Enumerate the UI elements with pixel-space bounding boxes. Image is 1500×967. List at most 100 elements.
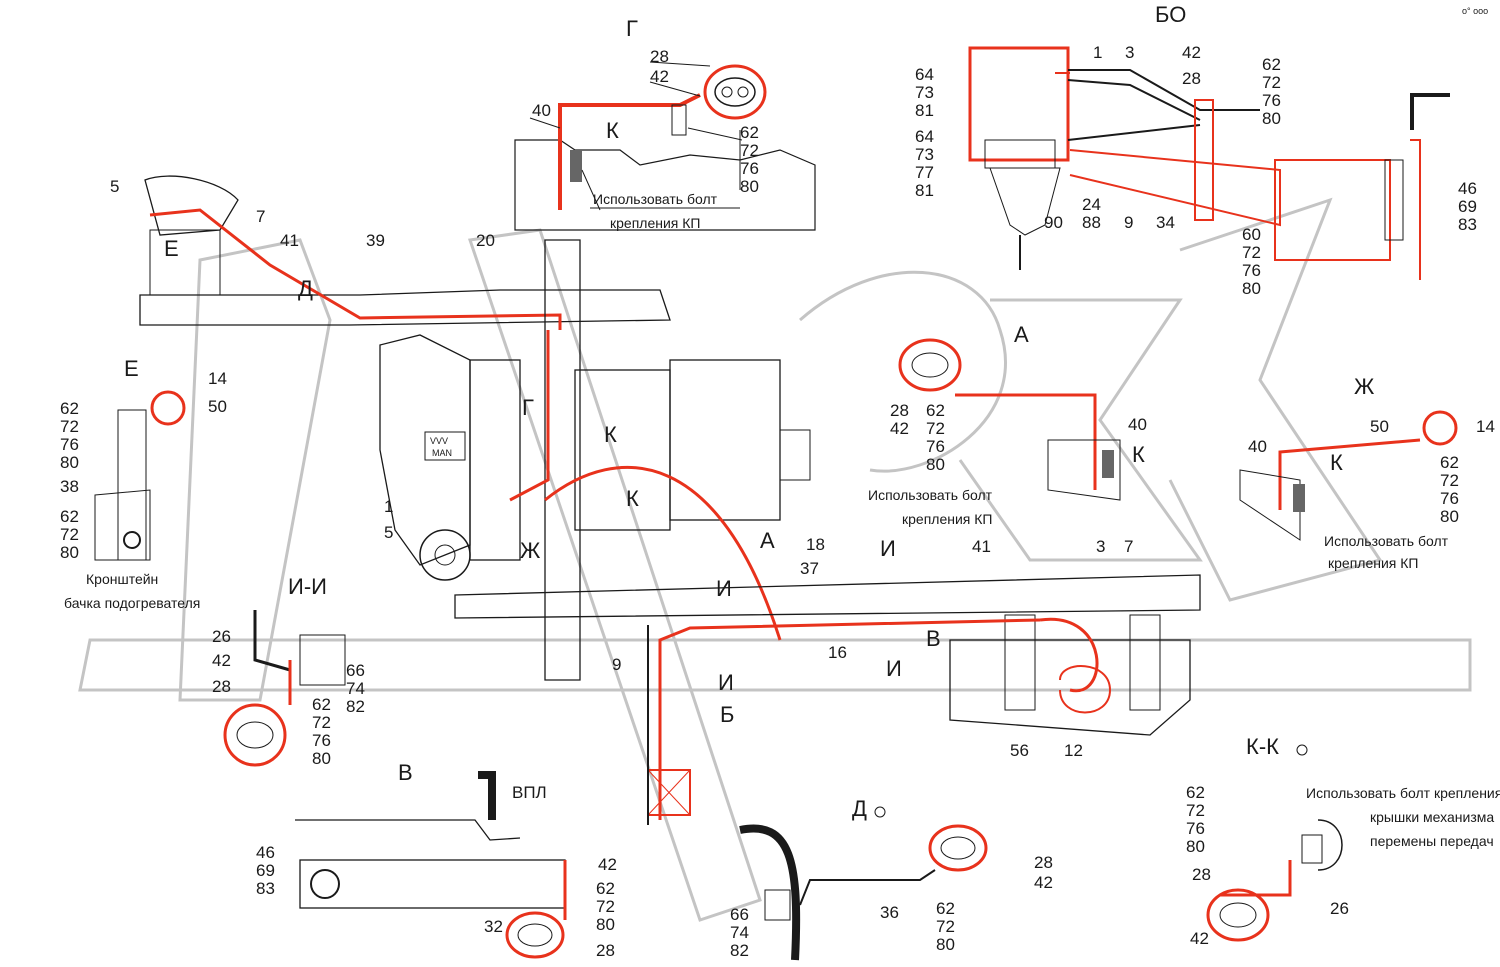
zh-76: 76 <box>1440 489 1459 508</box>
lt-d: Д <box>298 276 313 301</box>
ii-62: 62 <box>312 695 331 714</box>
kk-note-2: крышки механизма <box>1370 809 1494 825</box>
a-80: 80 <box>926 455 945 474</box>
a-72: 72 <box>926 419 945 438</box>
ii-74: 74 <box>346 679 365 698</box>
bo-1: 1 <box>1093 43 1102 62</box>
g-k: К <box>606 118 619 143</box>
d-82: 82 <box>730 941 749 960</box>
v-28: 28 <box>596 941 615 960</box>
c-a: А <box>760 528 775 553</box>
view-a-title: А <box>1014 322 1029 347</box>
lt-41: 41 <box>280 231 299 250</box>
ii-66: 66 <box>346 661 365 680</box>
bo-64a: 64 <box>915 65 934 84</box>
c-g: Г <box>522 395 534 420</box>
c-zh: Ж <box>520 538 541 563</box>
bo-42: 42 <box>1182 43 1201 62</box>
d-80: 80 <box>936 935 955 954</box>
view-d-title: Д <box>852 796 867 821</box>
lt-e: Е <box>164 236 179 261</box>
d-74: 74 <box>730 923 749 942</box>
c-12: 12 <box>1064 741 1083 760</box>
zh-note-1: Использовать болт <box>1324 533 1449 549</box>
e-76: 76 <box>60 435 79 454</box>
zh-40: 40 <box>1248 437 1267 456</box>
view-kk: К-К 62 72 76 80 28 26 42 Использовать бо… <box>1186 734 1500 948</box>
d-28: 28 <box>1034 853 1053 872</box>
ii-82: 82 <box>346 697 365 716</box>
kk-42: 42 <box>1190 929 1209 948</box>
kk-note-1: Использовать болт крепления <box>1306 785 1500 801</box>
view-g: Г 28 42 40 К 62 72 76 80 Использовать бо… <box>514 16 816 231</box>
v-42: 42 <box>598 855 617 874</box>
bo-77: 77 <box>915 163 934 182</box>
bo-76: 76 <box>1262 91 1281 110</box>
kk-76: 76 <box>1186 819 1205 838</box>
view-kk-title: К-К <box>1246 734 1279 759</box>
bo-46: 46 <box>1458 179 1477 198</box>
bo-64b: 64 <box>915 127 934 146</box>
a-76: 76 <box>926 437 945 456</box>
bo-28: 28 <box>1182 69 1201 88</box>
bo-69: 69 <box>1458 197 1477 216</box>
c-37: 37 <box>800 559 819 578</box>
bo-62: 62 <box>1262 55 1281 74</box>
zh-50: 50 <box>1370 417 1389 436</box>
v-32: 32 <box>484 917 503 936</box>
d-42: 42 <box>1034 873 1053 892</box>
v-46: 46 <box>256 843 275 862</box>
g-76: 76 <box>740 159 759 178</box>
g-42: 42 <box>650 67 669 86</box>
bo-80: 80 <box>1262 109 1281 128</box>
e-72: 72 <box>60 417 79 436</box>
e-62: 62 <box>60 399 79 418</box>
e-80: 80 <box>60 453 79 472</box>
g-62: 62 <box>740 123 759 142</box>
g-note-2: крепления КП <box>610 215 700 231</box>
bo-90: 90 <box>1044 213 1063 232</box>
e-62b: 62 <box>60 507 79 526</box>
a-note-2: крепления КП <box>902 511 992 527</box>
c-i3: И <box>886 656 902 681</box>
kk-28: 28 <box>1192 865 1211 884</box>
e-80b: 80 <box>60 543 79 562</box>
d-66: 66 <box>730 905 749 924</box>
bo-80b: 80 <box>1242 279 1261 298</box>
a-28: 28 <box>890 401 909 420</box>
g-80: 80 <box>740 177 759 196</box>
view-g-title: Г <box>626 16 638 41</box>
kk-26: 26 <box>1330 899 1349 918</box>
d-72: 72 <box>936 917 955 936</box>
v-vpl: ВПЛ <box>512 783 547 802</box>
bo-9: 9 <box>1124 213 1133 232</box>
view-d: Д 28 42 36 62 72 80 66 74 82 <box>730 796 1053 961</box>
lower-frame: 18 37 И И 16 В И И 9 Б 41 3 7 56 12 <box>454 535 1201 825</box>
e-50: 50 <box>208 397 227 416</box>
left-top-area: 5 7 41 39 20 Е Д <box>110 175 671 330</box>
bo-81a: 81 <box>915 101 934 120</box>
c-i1: И <box>880 536 896 561</box>
view-ii: И-И 26 42 28 66 74 82 62 72 76 80 <box>212 574 365 768</box>
a-40: 40 <box>1128 415 1147 434</box>
bo-76b: 76 <box>1242 261 1261 280</box>
view-zh-title: Ж <box>1354 374 1375 399</box>
e-72b: 72 <box>60 525 79 544</box>
v-80: 80 <box>596 915 615 934</box>
zh-62: 62 <box>1440 453 1459 472</box>
kk-80: 80 <box>1186 837 1205 856</box>
c-i2: И <box>716 576 732 601</box>
d-62: 62 <box>936 899 955 918</box>
c-i4: И <box>718 670 734 695</box>
ii-26: 26 <box>212 627 231 646</box>
e-38: 38 <box>60 477 79 496</box>
c-18: 18 <box>806 535 825 554</box>
view-bo-title: БО <box>1155 2 1186 27</box>
kk-72: 72 <box>1186 801 1205 820</box>
e-note-2: бачка подогревателя <box>64 595 200 611</box>
watermark <box>78 197 1472 922</box>
zh-80: 80 <box>1440 507 1459 526</box>
top-right-mark: о° ооо <box>1462 6 1488 16</box>
c-9: 9 <box>612 655 621 674</box>
c-16: 16 <box>828 643 847 662</box>
